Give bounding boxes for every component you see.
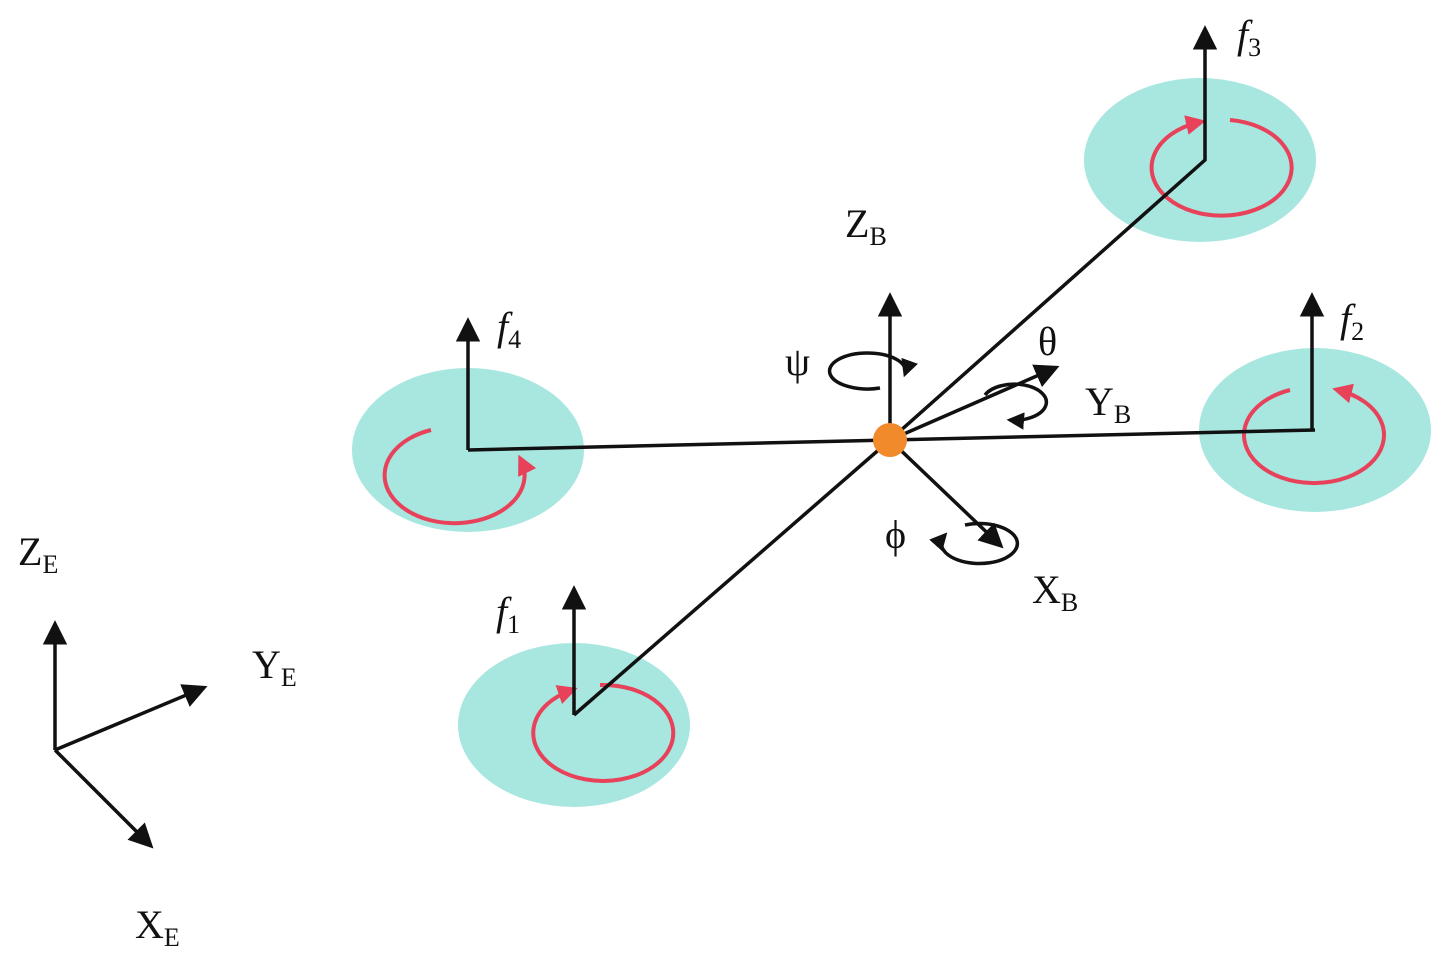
earth-y-axis <box>54 684 208 752</box>
earth-z-label: ZE <box>18 529 58 579</box>
roll-rotation-arrow <box>929 521 1020 566</box>
pitch-rotation-arrow <box>983 382 1049 430</box>
rotor-label-f2: f2 <box>1340 296 1364 346</box>
quadrotor-arms <box>467 100 1316 717</box>
rotor-label-f3: f3 <box>1237 12 1261 62</box>
earth-frame-axes <box>42 620 208 849</box>
body-y-axis <box>889 364 1060 442</box>
angle-rotation-arrows <box>827 351 1049 566</box>
rotor-disc-f1 <box>458 643 690 807</box>
body-frame-axes <box>877 292 1060 549</box>
body-x-label: XB <box>1032 567 1078 617</box>
yaw-label: ψ <box>785 339 810 384</box>
spin-arrow-f4 <box>382 428 537 526</box>
spin-arrow-f3 <box>1149 115 1294 218</box>
rotor-label-f1: f1 <box>496 589 520 639</box>
spin-arrow-f1 <box>531 682 676 783</box>
pitch-label: θ <box>1038 319 1057 364</box>
rotor-disc-f3 <box>1084 78 1316 242</box>
yaw-rotation-arrow <box>827 351 918 391</box>
body-x-axis <box>888 438 1004 549</box>
arm-f4 <box>467 438 891 452</box>
thrust-arrows <box>455 25 1325 715</box>
arm-f2 <box>889 428 1316 442</box>
rotor-label-f4: f4 <box>497 304 521 354</box>
earth-x-label: XE <box>135 902 180 952</box>
spin-arrow-f2 <box>1242 383 1386 486</box>
earth-x-axis <box>53 748 154 849</box>
arm-f1 <box>572 438 892 717</box>
rotor-spin-arrows <box>382 115 1386 783</box>
arm-f3 <box>888 100 1207 442</box>
body-y-label: YB <box>1085 379 1131 429</box>
roll-label: ϕ <box>885 512 906 557</box>
earth-y-label: YE <box>252 642 297 692</box>
center-of-mass <box>873 423 907 457</box>
body-z-label: ZB <box>845 201 887 251</box>
